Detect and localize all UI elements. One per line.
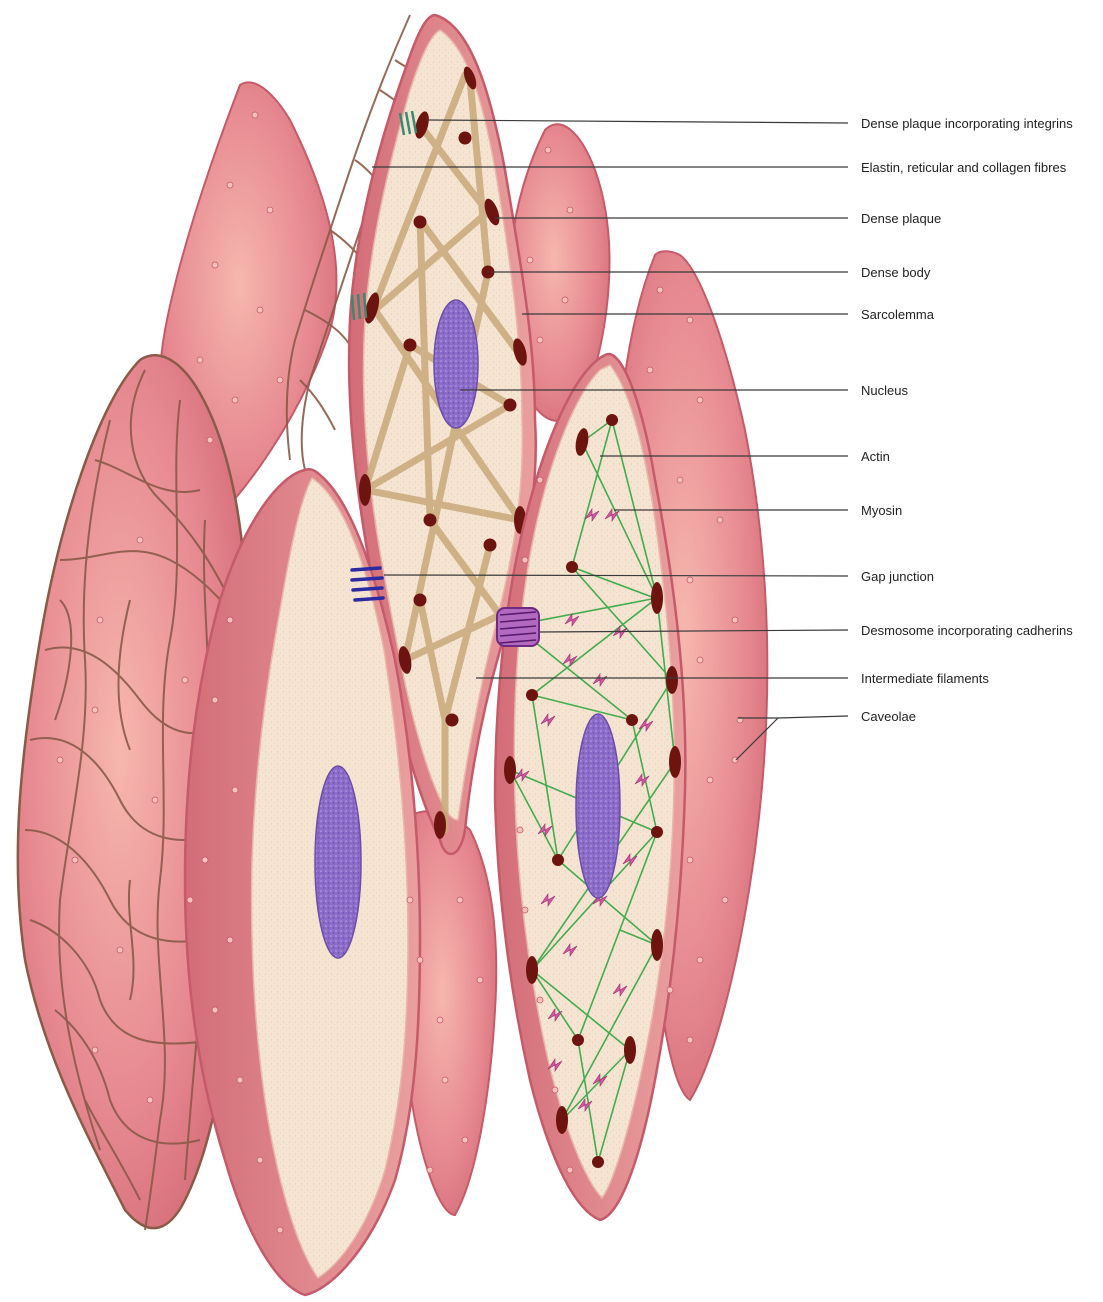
label-actin: Actin [861, 449, 890, 464]
label-dense-plaque-integrins: Dense plaque incorporating integrins [861, 116, 1073, 131]
label-gap-junction: Gap junction [861, 569, 934, 584]
label-desmosome-cadherins: Desmosome incorporating cadherins [861, 623, 1073, 638]
label-dense-body: Dense body [861, 265, 931, 280]
label-intermediate-filaments: Intermediate filaments [861, 671, 989, 686]
desmosome-marks [497, 608, 539, 646]
label-elastin-fibres: Elastin, reticular and collagen fibres [861, 160, 1067, 175]
label-caveolae: Caveolae [861, 709, 916, 724]
nucleus-front-left-cell [315, 766, 361, 958]
label-dense-plaque: Dense plaque [861, 211, 941, 226]
labels: Dense plaque incorporating integrins Ela… [861, 116, 1073, 724]
nucleus-upper-cell [434, 300, 478, 428]
label-sarcolemma: Sarcolemma [861, 307, 935, 322]
label-nucleus: Nucleus [861, 383, 908, 398]
nucleus-right-cell [576, 714, 620, 898]
label-myosin: Myosin [861, 503, 902, 518]
